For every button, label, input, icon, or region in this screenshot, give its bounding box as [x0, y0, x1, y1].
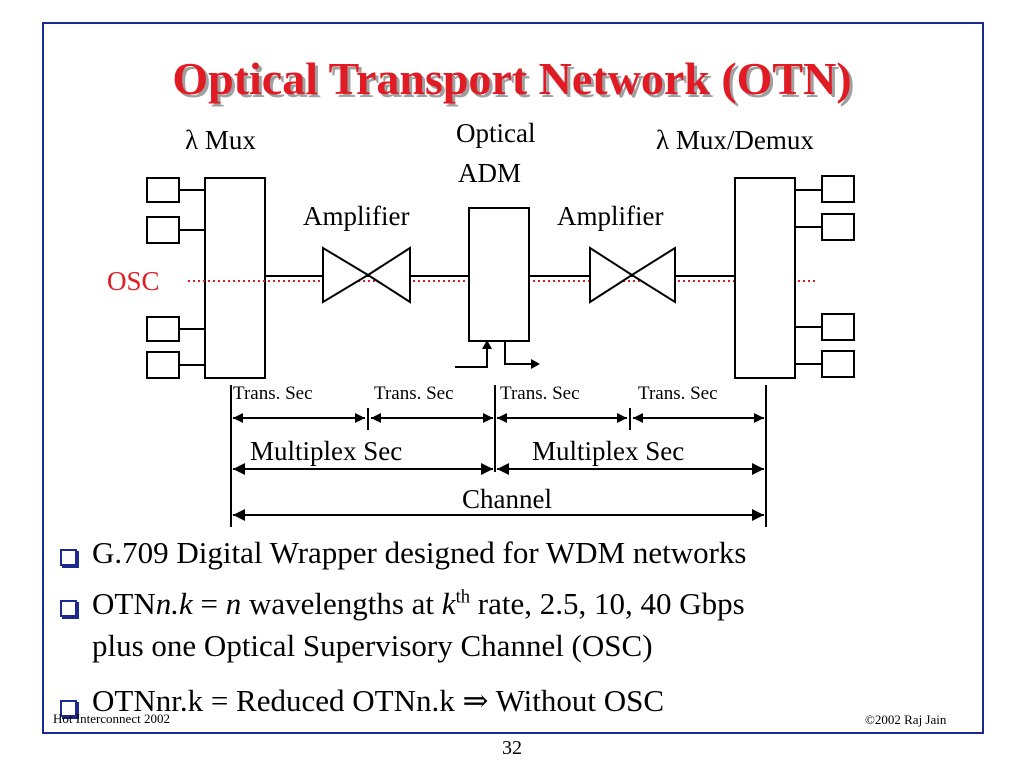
input-port-2 [146, 216, 180, 244]
bullet-1: G.709 Digital Wrapper designed for WDM n… [92, 535, 747, 570]
bullet-marker-2 [60, 600, 77, 617]
slide-frame [42, 22, 984, 734]
trans-sec-label-3: Trans. Sec [500, 383, 580, 404]
lambda-mux-block [204, 177, 266, 379]
lambda-demux-block [734, 177, 796, 379]
demux-label: λ Mux/Demux [656, 125, 814, 155]
mux-label: λ Mux [185, 125, 256, 155]
input-port-3 [146, 316, 180, 342]
input-port-4 [146, 351, 180, 379]
oadm-label-line2: ADM [458, 158, 522, 188]
osc-label: OSC [107, 266, 160, 296]
slide-title: Optical Transport Network (OTN) [172, 53, 852, 104]
input-port-1 [146, 177, 180, 203]
oadm-block [468, 207, 530, 342]
oadm-label-line1: Optical [456, 118, 536, 148]
page-number: 32 [502, 737, 522, 759]
output-port-2 [821, 213, 855, 241]
output-port-3 [821, 313, 855, 341]
amplifier-left-symbol [322, 246, 411, 304]
trans-sec-label-2: Trans. Sec [374, 383, 454, 404]
multiplex-sec-label-2: Multiplex Sec [532, 436, 685, 466]
output-port-1 [821, 175, 855, 203]
bullet-2-line2: plus one Optical Supervisory Channel (OS… [92, 628, 653, 663]
amplifier-right-symbol [589, 246, 676, 304]
amplifier-left-label: Amplifier [303, 201, 410, 231]
channel-label: Channel [462, 484, 552, 514]
output-port-4 [821, 350, 855, 378]
trans-sec-label-1: Trans. Sec [233, 383, 313, 404]
bullet-marker-3 [60, 700, 77, 717]
bullet-2-line1: OTNn.k = n wavelengths at kth rate, 2.5,… [92, 586, 745, 621]
trans-sec-label-4: Trans. Sec [638, 383, 718, 404]
footer-right: ©2002 Raj Jain [865, 712, 947, 727]
bullet-3: OTNnr.k = Reduced OTNn.k ⇒ Without OSC [92, 683, 665, 718]
footer-left: Hot Interconnect 2002 [53, 711, 170, 726]
bullet-marker-1 [60, 549, 77, 566]
amplifier-right-label: Amplifier [557, 201, 664, 231]
multiplex-sec-label-1: Multiplex Sec [250, 436, 403, 466]
